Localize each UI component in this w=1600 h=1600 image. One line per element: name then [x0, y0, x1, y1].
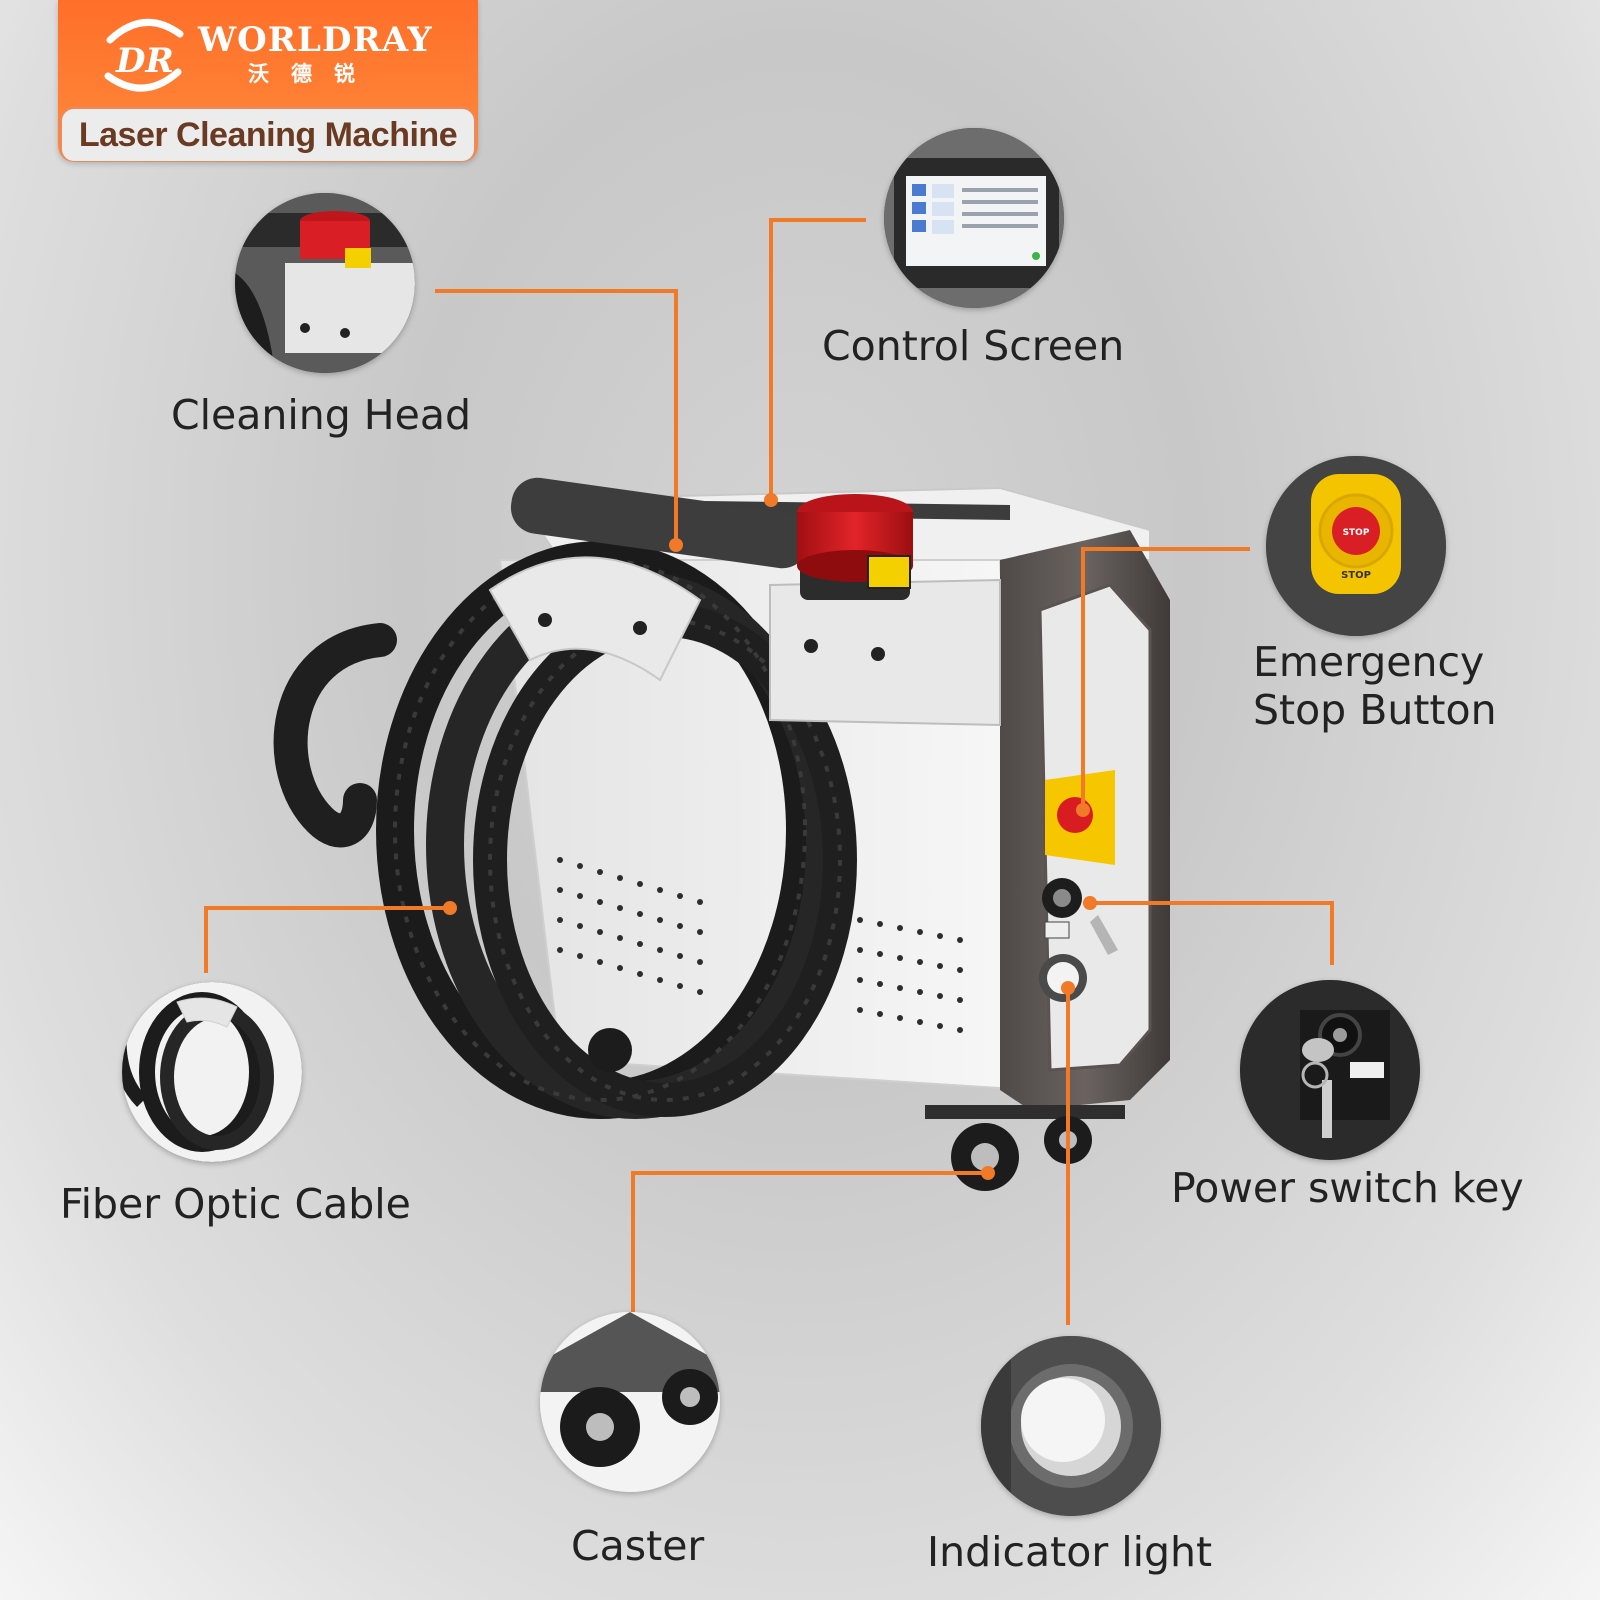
svg-text:STOP: STOP [1341, 570, 1371, 581]
label-emergency-stop-line2: Stop Button [1253, 686, 1497, 735]
fiber-cable-photo [122, 982, 302, 1162]
brand-name: WORLDRAY [198, 20, 433, 60]
label-caster: Caster [571, 1522, 705, 1570]
cleaning-head-photo [235, 193, 415, 373]
label-emergency-stop-line1: Emergency [1253, 638, 1485, 686]
label-control-screen: Control Screen [822, 322, 1125, 370]
caster-wheel-photo [540, 1312, 720, 1492]
label-emergency-stop: Emergency Stop Button [1253, 638, 1497, 735]
brand-header: DR WORLDRAY 沃德锐 Laser Cleaning Machine [58, 0, 478, 162]
label-cleaning-head: Cleaning Head [171, 391, 471, 439]
label-fiber-cable: Fiber Optic Cable [60, 1180, 411, 1228]
worldray-logo-icon: DR [104, 18, 184, 92]
indicator-light-photo [981, 1336, 1161, 1516]
svg-text:DR: DR [115, 41, 174, 81]
label-indicator-light: Indicator light [927, 1528, 1213, 1576]
label-power-key: Power switch key [1171, 1164, 1524, 1212]
brand-name-chinese: 沃德锐 [248, 62, 377, 86]
key-switch-photo [1240, 980, 1420, 1160]
touch-screen-photo [884, 128, 1064, 308]
product-subtitle: Laser Cleaning Machine [60, 107, 476, 162]
svg-text:STOP: STOP [1343, 528, 1370, 538]
emergency-stop-photo: STOP STOP [1266, 456, 1446, 636]
